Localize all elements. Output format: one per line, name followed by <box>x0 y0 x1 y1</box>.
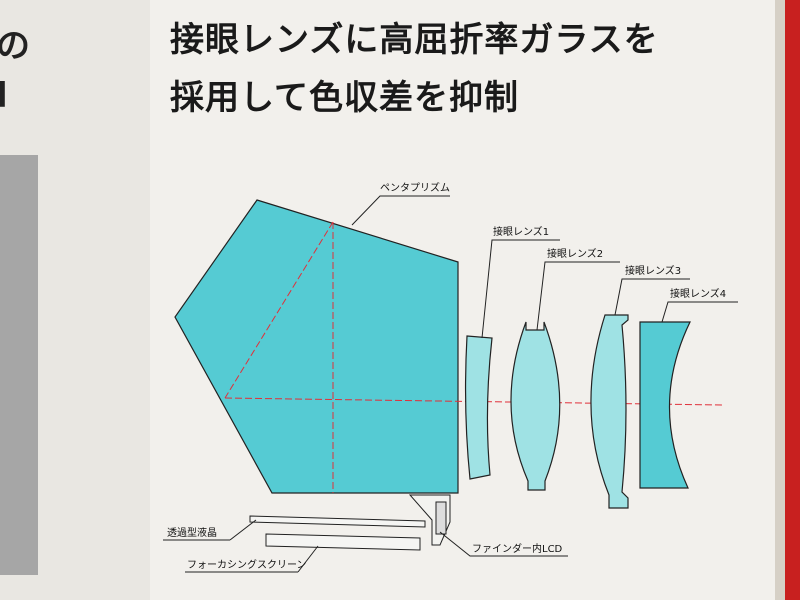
eyepiece-lens-1-label: 接眼レンズ1 <box>493 225 549 238</box>
pentaprism-label: ペンタプリズム <box>380 181 450 194</box>
red-frame-strip <box>785 0 800 600</box>
lens1-leader <box>481 239 560 339</box>
heading-line-2: 採用して色収差を抑制 <box>170 78 519 118</box>
prism-diagonal-line <box>224 221 334 399</box>
eyepiece-lens-3 <box>590 314 629 509</box>
eyepiece-lens-1 <box>464 335 493 480</box>
eyepiece-lens-4-label: 接眼レンズ4 <box>670 287 726 300</box>
focusing-screen-leader <box>297 545 319 573</box>
lens2-leader <box>536 261 620 331</box>
optical-axis-line <box>224 397 723 406</box>
transmissive-lcd-leader <box>229 519 257 541</box>
eyepiece-lens-2 <box>510 321 561 491</box>
gray-block <box>0 155 38 575</box>
finder-lcd-label: ファインダー内LCD <box>472 542 563 555</box>
lens4-leader <box>661 301 738 323</box>
lens3-leader <box>614 278 690 316</box>
focusing-screen-label: フォーカシングスクリーン <box>187 558 307 571</box>
transmissive-lcd-plate <box>249 515 426 528</box>
finder-lcd-element <box>435 501 447 535</box>
pentaprism-leader <box>351 195 450 226</box>
pentaprism <box>174 199 459 494</box>
finder-lcd-leader <box>439 531 568 557</box>
transmissive-lcd-label: 透過型液晶 <box>167 526 217 539</box>
eyepiece-lens-2-label: 接眼レンズ2 <box>547 247 603 260</box>
eyepiece-lens-4 <box>639 321 691 489</box>
edge-text-top: の <box>0 26 30 66</box>
edge-text-middle: l <box>0 76 8 116</box>
eyepiece-lens-3-label: 接眼レンズ3 <box>625 264 681 277</box>
focusing-screen-plate <box>265 533 421 551</box>
heading-line-1: 接眼レンズに高屈折率ガラスを <box>170 20 659 60</box>
